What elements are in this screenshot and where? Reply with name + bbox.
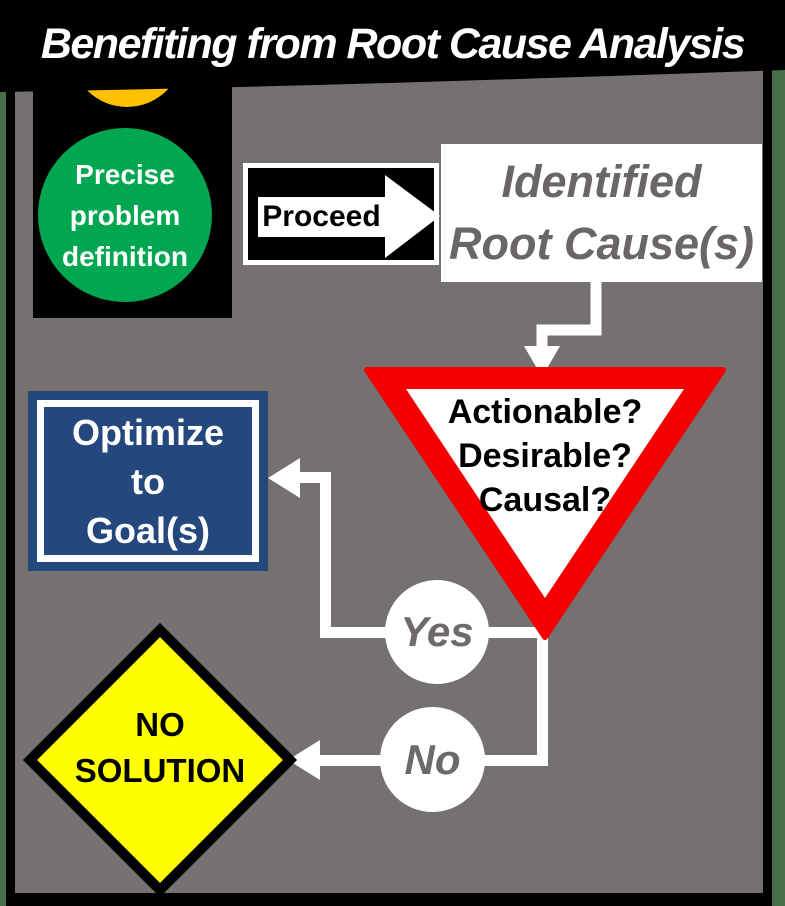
optimize-inner-border: Optimize to Goal(s) bbox=[37, 400, 259, 562]
decision-line-3: Causal? bbox=[478, 481, 612, 519]
no-badge: No bbox=[380, 707, 485, 812]
problem-line-2: problem bbox=[69, 199, 181, 231]
root-cause-line-1: Identified bbox=[501, 156, 702, 207]
node-precise-problem-definition: Precise problem definition bbox=[38, 128, 212, 302]
problem-line-1: Precise bbox=[75, 158, 175, 190]
no-label: No bbox=[404, 735, 461, 783]
optimize-line-1: Optimize bbox=[71, 411, 224, 453]
decision-line-2: Desirable? bbox=[458, 437, 632, 475]
no-solution-line-2: SOLUTION bbox=[74, 752, 246, 789]
no-solution-diamond bbox=[22, 622, 298, 898]
decision-yield-sign bbox=[364, 367, 726, 640]
down-arrow-connector bbox=[524, 280, 602, 377]
yes-label: Yes bbox=[400, 608, 474, 655]
optimize-line-3: Goal(s) bbox=[85, 509, 210, 551]
root-cause-line-2: Root Cause(s) bbox=[448, 218, 755, 269]
node-identified-root-causes: Identified Root Cause(s) bbox=[441, 144, 762, 282]
decision-line-1: Actionable? bbox=[447, 393, 643, 431]
yes-badge: Yes bbox=[385, 580, 489, 684]
node-optimize-to-goals: Optimize to Goal(s) bbox=[28, 391, 268, 571]
connector-yes-vertical bbox=[320, 472, 331, 638]
no-solution-text: NO SOLUTION bbox=[35, 702, 285, 794]
yes-arrowhead-icon bbox=[268, 458, 300, 498]
header-banner bbox=[0, 0, 785, 92]
page-title: Benefiting from Root Cause Analysis bbox=[40, 20, 746, 68]
no-solution-line-1: NO bbox=[135, 706, 185, 743]
proceed-label: Proceed bbox=[262, 200, 381, 233]
no-arrowhead-icon bbox=[288, 740, 320, 780]
connector-triangle-down bbox=[537, 620, 548, 766]
proceed-arrow-icon bbox=[258, 175, 440, 258]
decision-questions: Actionable? Desirable? Causal? bbox=[400, 390, 690, 522]
optimize-line-2: to bbox=[131, 460, 165, 502]
connector-yes-to-box bbox=[296, 472, 331, 483]
problem-line-3: definition bbox=[62, 240, 188, 272]
